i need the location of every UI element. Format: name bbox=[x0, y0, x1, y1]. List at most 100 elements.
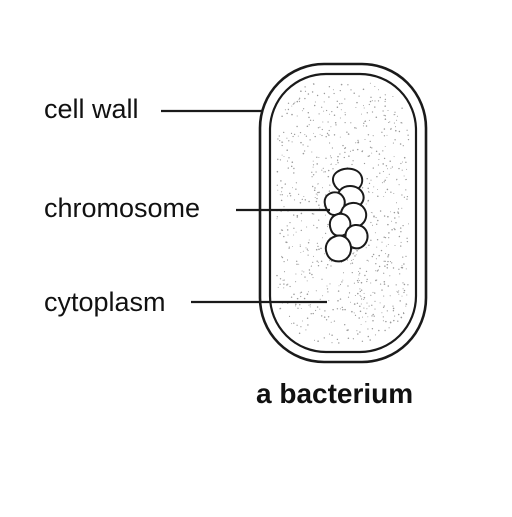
stipple-dot bbox=[403, 156, 406, 159]
stipple-dot bbox=[398, 268, 400, 270]
stipple-dot bbox=[348, 155, 350, 157]
stipple-dot bbox=[347, 296, 350, 298]
stipple-dot bbox=[391, 228, 393, 231]
stipple-dot bbox=[315, 200, 318, 203]
stipple-dot bbox=[358, 274, 360, 276]
stipple-dot bbox=[293, 172, 295, 174]
stipple-dot bbox=[393, 122, 395, 124]
stipple-dot bbox=[392, 307, 395, 310]
stipple-dot bbox=[314, 197, 316, 198]
stipple-dot bbox=[391, 166, 394, 168]
stipple-dot bbox=[304, 97, 306, 100]
stipple-dot bbox=[293, 133, 296, 136]
stipple-dot bbox=[316, 156, 318, 158]
stipple-dot bbox=[319, 133, 321, 135]
stipple-dot bbox=[333, 92, 335, 95]
stipple-dot bbox=[406, 240, 409, 243]
stipple-dot bbox=[319, 298, 321, 300]
stipple-dot bbox=[387, 109, 389, 112]
stipple-dot bbox=[400, 121, 402, 124]
stipple-dot bbox=[377, 100, 380, 102]
stipple-dot bbox=[374, 300, 376, 302]
stipple-dot bbox=[355, 127, 357, 129]
stipple-dot bbox=[339, 103, 341, 105]
stipple-dot bbox=[400, 241, 402, 243]
stipple-dot bbox=[386, 310, 388, 312]
stipple-dot bbox=[309, 306, 311, 308]
stipple-dot bbox=[359, 295, 361, 297]
stipple-dot bbox=[342, 144, 344, 147]
stipple-dot bbox=[312, 119, 314, 121]
stipple-dot bbox=[323, 110, 325, 112]
stipple-dot bbox=[300, 326, 302, 328]
stipple-dot bbox=[308, 269, 311, 271]
stipple-dot bbox=[368, 119, 370, 121]
stipple-dot bbox=[384, 100, 386, 103]
stipple-dot bbox=[356, 302, 359, 304]
stipple-dot bbox=[296, 297, 299, 300]
stipple-dot bbox=[402, 312, 405, 315]
stipple-dot bbox=[361, 150, 363, 153]
stipple-dot bbox=[287, 283, 289, 285]
stipple-dot bbox=[372, 253, 375, 256]
stipple-dot bbox=[304, 86, 306, 88]
stipple-dot bbox=[389, 121, 391, 123]
stipple-dot bbox=[283, 206, 285, 208]
stipple-dot bbox=[402, 145, 404, 147]
stipple-dot bbox=[304, 90, 307, 92]
stipple-dot bbox=[300, 90, 302, 92]
stipple-dot bbox=[277, 138, 279, 140]
stipple-dot bbox=[283, 287, 285, 289]
cytoplasm-label: cytoplasm bbox=[44, 287, 166, 317]
stipple-dot bbox=[313, 339, 316, 341]
stipple-dot bbox=[391, 262, 393, 264]
stipple-dot bbox=[378, 158, 380, 161]
stipple-dot bbox=[281, 154, 283, 156]
stipple-dot bbox=[311, 91, 314, 93]
stipple-dot bbox=[381, 182, 383, 184]
stipple-dot bbox=[383, 272, 385, 274]
stipple-dot bbox=[299, 244, 301, 246]
stipple-dot bbox=[351, 310, 353, 313]
stipple-dot bbox=[296, 100, 299, 103]
stipple-dot bbox=[279, 283, 281, 285]
stipple-dot bbox=[309, 304, 311, 306]
stipple-dot bbox=[353, 303, 356, 305]
stipple-dot bbox=[383, 236, 385, 238]
stipple-dot bbox=[375, 263, 377, 265]
stipple-dot bbox=[295, 281, 297, 283]
stipple-dot bbox=[333, 134, 336, 136]
stipple-dot bbox=[368, 182, 371, 185]
stipple-dot bbox=[326, 288, 329, 290]
stipple-dot bbox=[372, 313, 374, 316]
stipple-dot bbox=[336, 308, 339, 310]
stipple-dot bbox=[347, 337, 350, 340]
stipple-dot bbox=[303, 271, 305, 273]
stipple-dot bbox=[293, 322, 295, 324]
stipple-dot bbox=[334, 121, 337, 124]
stipple-dot bbox=[325, 157, 327, 159]
stipple-dot bbox=[367, 201, 369, 203]
stipple-dot bbox=[383, 196, 385, 198]
stipple-dot bbox=[371, 147, 373, 149]
stipple-dot bbox=[368, 305, 370, 307]
stipple-dot bbox=[356, 279, 359, 282]
stipple-dot bbox=[323, 171, 325, 173]
stipple-dot bbox=[403, 263, 405, 265]
stipple-dot bbox=[383, 281, 386, 283]
stipple-dot bbox=[390, 128, 392, 130]
stipple-dot bbox=[316, 306, 319, 308]
stipple-dot bbox=[369, 146, 372, 148]
stipple-dot bbox=[347, 133, 350, 135]
stipple-dot bbox=[318, 219, 320, 221]
stipple-dot bbox=[367, 187, 369, 190]
stipple-dot bbox=[397, 208, 400, 210]
stipple-dot bbox=[376, 175, 378, 178]
stipple-dot bbox=[382, 110, 384, 112]
stipple-dot bbox=[405, 161, 407, 164]
stipple-dot bbox=[350, 263, 352, 265]
stipple-dot bbox=[301, 273, 303, 275]
stipple-dot bbox=[379, 302, 381, 304]
stipple-dot bbox=[362, 88, 365, 91]
stipple-dot bbox=[383, 295, 385, 297]
